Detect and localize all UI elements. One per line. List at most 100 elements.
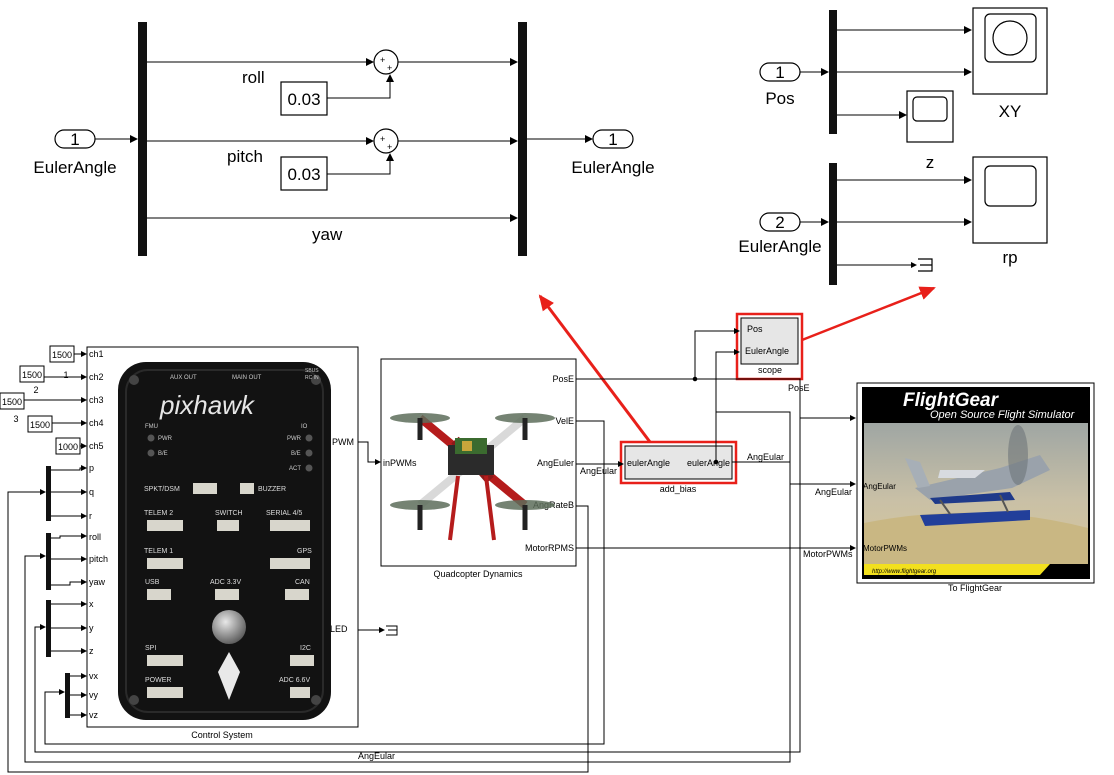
- inport-number: 1: [775, 63, 784, 82]
- board-can: CAN: [295, 579, 310, 586]
- signal-label-ang-eular-bias: AngEular: [747, 452, 784, 462]
- signal-line: [327, 154, 390, 174]
- mux-euler[interactable]: [46, 533, 51, 590]
- pitch-sum-block[interactable]: + +: [374, 129, 398, 153]
- board-switch: SWITCH: [215, 510, 243, 517]
- scope-block-label: scope: [758, 365, 782, 375]
- flightgear-block[interactable]: FlightGear Open Source Flight Simulator …: [857, 383, 1094, 593]
- constant-ch1[interactable]: 1500 1: [50, 346, 74, 380]
- port-pos-e: PosE: [552, 374, 574, 384]
- annotation-arrow-to-scope: [802, 288, 934, 340]
- mux-bar[interactable]: [518, 22, 527, 256]
- add-bias-block[interactable]: eulerAngle eulerAngle add_bias: [621, 442, 736, 494]
- constant-ch2[interactable]: 1500 2: [20, 366, 44, 395]
- outport-label: EulerAngle: [571, 158, 654, 177]
- sum-sign: +: [387, 142, 392, 152]
- roll-bias-constant[interactable]: 0.03: [281, 82, 327, 115]
- fg-port-ang-eular: AngEular: [863, 482, 896, 491]
- port-pitch: pitch: [89, 554, 108, 564]
- constant-ch4[interactable]: 1500: [28, 416, 52, 432]
- port-ch3: ch3: [89, 395, 104, 405]
- scope-port-pos: Pos: [747, 324, 763, 334]
- constant-value: 1500: [52, 350, 72, 360]
- scope-block[interactable]: Pos EulerAngle scope: [737, 314, 802, 379]
- signal-label-ang-eular-fg: AngEular: [815, 487, 852, 497]
- board-pwr: PWR: [158, 436, 173, 442]
- inport-euler-angle-2[interactable]: 2 EulerAngle: [738, 213, 821, 256]
- board-main-out: MAIN OUT: [232, 375, 262, 381]
- constant-value: 1000: [58, 442, 78, 452]
- port-vz: vz: [89, 710, 99, 720]
- port-yaw: yaw: [89, 577, 106, 587]
- sum-sign: +: [380, 134, 385, 144]
- constant-value: 0.03: [287, 90, 320, 109]
- signal-line: [327, 75, 390, 98]
- mux-xyz[interactable]: [46, 600, 51, 657]
- fg-port-motor-pwms: MotorPWMs: [863, 544, 907, 553]
- terminator-block[interactable]: [918, 259, 932, 271]
- roll-label: roll: [242, 68, 265, 87]
- board-i2c: I2C: [300, 645, 311, 652]
- sum-sign: +: [380, 55, 385, 65]
- board-sbus: SBUS: [305, 368, 319, 374]
- inport-label: EulerAngle: [738, 237, 821, 256]
- constant-value: 0.03: [287, 165, 320, 184]
- quadcopter-dynamics-block[interactable]: inPWMs PosE VelE AngEuler AngRateB Motor…: [381, 359, 576, 579]
- scope-label-z: z: [926, 153, 935, 172]
- scope-label-rp: rp: [1002, 248, 1017, 267]
- scope-port-euler: EulerAngle: [745, 346, 789, 356]
- board-serial45: SERIAL 4/5: [266, 510, 302, 517]
- euler-demux-bar[interactable]: [829, 163, 837, 285]
- inport-label: EulerAngle: [33, 158, 116, 177]
- port-in-pwms: inPWMs: [383, 458, 417, 468]
- outport-number: 1: [608, 130, 617, 149]
- outport-euler-angle[interactable]: 1 EulerAngle: [571, 130, 654, 177]
- port-y: y: [89, 623, 94, 633]
- mux-vxyz[interactable]: [65, 673, 70, 718]
- roll-sum-block[interactable]: + +: [374, 50, 398, 74]
- inport-label: Pos: [765, 89, 794, 108]
- board-brand: pixhawk: [159, 390, 256, 420]
- z-scope[interactable]: z: [907, 91, 953, 172]
- add-bias-port-in: eulerAngle: [627, 458, 670, 468]
- port-vel-e: VelE: [555, 416, 574, 426]
- rp-scope[interactable]: rp: [973, 157, 1047, 267]
- demux-bar[interactable]: [138, 22, 147, 256]
- port-z: z: [89, 646, 94, 656]
- inport-pos[interactable]: 1 Pos: [760, 63, 800, 108]
- port-ch4: ch4: [89, 418, 104, 428]
- control-system-block[interactable]: ch1 ch2 ch3 ch4 ch5 p q r roll pitch yaw…: [87, 347, 358, 740]
- pitch-label: pitch: [227, 147, 263, 166]
- board-telem2: TELEM 2: [144, 510, 173, 517]
- pitch-bias-constant[interactable]: 0.03: [281, 157, 327, 190]
- svg-text:PWR: PWR: [287, 436, 302, 442]
- led-terminator[interactable]: [386, 626, 397, 635]
- svg-text:B/E: B/E: [291, 451, 301, 457]
- control-system-label: Control System: [191, 730, 253, 740]
- constant-ch5[interactable]: 1000: [56, 438, 80, 454]
- mux-pqr[interactable]: [46, 466, 51, 521]
- board-rcin: RC IN: [305, 375, 319, 381]
- signal-label-motor-pwms: MotorPWMs: [803, 549, 853, 559]
- signal-label-ang-eular-feedback: AngEular: [358, 751, 395, 761]
- pixhawk-board-image: AUX OUT MAIN OUT SBUS RC IN pixhawk FMU …: [118, 362, 331, 720]
- constant-ch3[interactable]: 1500 3: [0, 393, 24, 424]
- quadcopter-dynamics-label: Quadcopter Dynamics: [433, 569, 523, 579]
- port-ch2: ch2: [89, 372, 104, 382]
- board-be: B/E: [158, 451, 168, 457]
- flightgear-image: FlightGear Open Source Flight Simulator …: [862, 387, 1090, 579]
- inport-euler-angle[interactable]: 1 EulerAngle: [33, 130, 116, 177]
- port-x: x: [89, 599, 94, 609]
- port-vx: vx: [89, 671, 99, 681]
- flightgear-title: FlightGear: [903, 390, 1000, 411]
- constant-value: 1500: [30, 420, 50, 430]
- board-adc33: ADC 3.3V: [210, 579, 241, 586]
- signal-label-pos-e: PosE: [788, 383, 810, 393]
- pos-demux-bar[interactable]: [829, 10, 837, 134]
- xy-graph-scope[interactable]: XY: [973, 8, 1047, 121]
- port-roll: roll: [89, 532, 101, 542]
- constant-tag: 2: [33, 385, 38, 395]
- port-ch1: ch1: [89, 349, 104, 359]
- board-buzzer: BUZZER: [258, 486, 286, 493]
